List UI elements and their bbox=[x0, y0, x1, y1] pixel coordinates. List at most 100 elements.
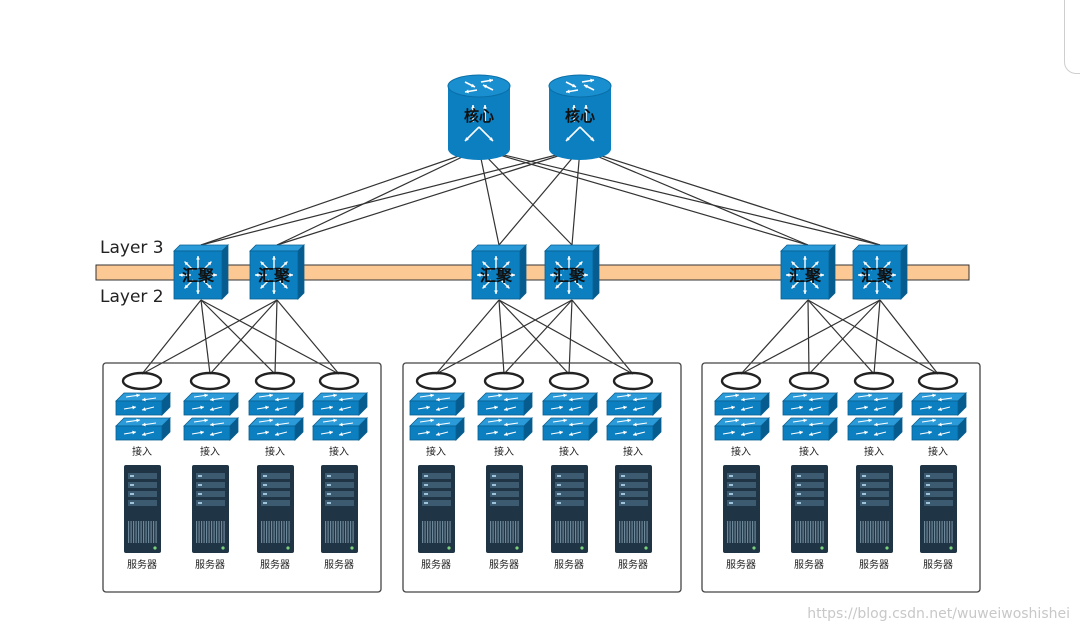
access-group-box bbox=[102, 362, 382, 593]
aggregation-label: 汇聚 bbox=[553, 266, 586, 285]
layer-boundary-band bbox=[95, 264, 970, 281]
core-label: 核心 bbox=[464, 107, 494, 125]
server-label: 服务器 bbox=[859, 558, 889, 571]
access-label: 接入 bbox=[426, 445, 446, 458]
server-label: 服务器 bbox=[195, 558, 225, 571]
access-switch-icon: 接入 bbox=[183, 371, 239, 458]
access-label: 接入 bbox=[494, 445, 514, 458]
access-switch-icon: 接入 bbox=[606, 371, 662, 458]
access-switch-icon: 接入 bbox=[911, 371, 967, 458]
core-agg-link bbox=[498, 148, 581, 246]
server-rack-icon: 服务器 bbox=[192, 465, 229, 571]
agg-access-link bbox=[498, 299, 505, 375]
access-switch-icon: 接入 bbox=[248, 371, 304, 458]
stack-ring bbox=[121, 371, 163, 391]
agg-access-link bbox=[200, 299, 340, 375]
server-label: 服务器 bbox=[489, 558, 519, 571]
access-label: 接入 bbox=[864, 445, 884, 458]
access-group-box bbox=[402, 362, 682, 593]
core-label: 核心 bbox=[565, 107, 595, 125]
access-label: 接入 bbox=[132, 445, 152, 458]
server-label: 服务器 bbox=[421, 558, 451, 571]
server-label: 服务器 bbox=[554, 558, 584, 571]
agg-access-link bbox=[200, 299, 211, 375]
access-switch-icon: 接入 bbox=[782, 371, 838, 458]
server-label: 服务器 bbox=[324, 558, 354, 571]
core-agg-link bbox=[200, 148, 480, 246]
layer2-label: Layer 2 bbox=[100, 287, 164, 307]
aggregation-switch-icon: 汇聚 bbox=[544, 244, 600, 300]
access-switch-icon: 接入 bbox=[714, 371, 770, 458]
aggregation-label: 汇聚 bbox=[480, 266, 513, 285]
access-group-boxes bbox=[102, 362, 981, 593]
layer3-label: Layer 3 bbox=[100, 238, 164, 258]
agg-access-link bbox=[498, 299, 570, 375]
access-label: 接入 bbox=[928, 445, 948, 458]
stack-ring bbox=[917, 371, 959, 391]
stack-ring bbox=[189, 371, 231, 391]
core-agg-link bbox=[276, 148, 581, 246]
stack-ring bbox=[254, 371, 296, 391]
agg-access-link bbox=[435, 299, 500, 375]
core-agg-link bbox=[478, 148, 500, 246]
core-agg-link bbox=[200, 148, 581, 246]
aggregation-switch-icon: 汇聚 bbox=[249, 244, 305, 300]
agg-access-link bbox=[141, 299, 278, 375]
access-switch-icon: 接入 bbox=[409, 371, 465, 458]
access-switch-icon: 接入 bbox=[312, 371, 368, 458]
access-switch-icon: 接入 bbox=[847, 371, 903, 458]
stack-ring bbox=[415, 371, 457, 391]
access-switch-icon: 接入 bbox=[115, 371, 171, 458]
core-agg-link bbox=[579, 148, 881, 246]
aggregation-switch-icon: 汇聚 bbox=[471, 244, 527, 300]
access-label: 接入 bbox=[200, 445, 220, 458]
server-label: 服务器 bbox=[794, 558, 824, 571]
aggregation-switch-icon: 汇聚 bbox=[780, 244, 836, 300]
access-label: 接入 bbox=[799, 445, 819, 458]
server-label: 服务器 bbox=[260, 558, 290, 571]
server-rack-icon: 服务器 bbox=[920, 465, 957, 571]
access-label: 接入 bbox=[265, 445, 285, 458]
stack-ring bbox=[483, 371, 525, 391]
agg-access-link bbox=[873, 299, 881, 375]
agg-access-link bbox=[571, 299, 634, 375]
agg-access-link bbox=[274, 299, 278, 375]
access-switch-icon: 接入 bbox=[542, 371, 598, 458]
aggregation-label: 汇聚 bbox=[258, 266, 291, 285]
stack-ring bbox=[788, 371, 830, 391]
agg-access-link bbox=[740, 299, 881, 375]
aggregation-switch-icon: 汇聚 bbox=[173, 244, 229, 300]
access-label: 接入 bbox=[623, 445, 643, 458]
agg-access-link bbox=[209, 299, 278, 375]
access-label: 接入 bbox=[731, 445, 751, 458]
agg-access-link bbox=[200, 299, 276, 375]
core-agg-link bbox=[571, 148, 581, 246]
access-label: 接入 bbox=[559, 445, 579, 458]
core-router-icon: 核心 bbox=[447, 74, 511, 160]
agg-access-link bbox=[498, 299, 634, 375]
agg-access-link bbox=[808, 299, 881, 375]
agg-access-link bbox=[807, 299, 875, 375]
server-rack-icon: 服务器 bbox=[551, 465, 588, 571]
core-router-icon: 核心 bbox=[548, 74, 612, 160]
server-label: 服务器 bbox=[618, 558, 648, 571]
agg-access-link bbox=[807, 299, 810, 375]
aggregation-label: 汇聚 bbox=[861, 266, 894, 285]
server-rack-icon: 服务器 bbox=[791, 465, 828, 571]
stack-ring bbox=[318, 371, 360, 391]
server-label: 服务器 bbox=[726, 558, 756, 571]
server-label: 服务器 bbox=[127, 558, 157, 571]
aggregation-label: 汇聚 bbox=[789, 266, 822, 285]
link-lines bbox=[141, 148, 939, 375]
stack-ring bbox=[720, 371, 762, 391]
aggregation-label: 汇聚 bbox=[182, 266, 215, 285]
core-agg-link bbox=[276, 148, 480, 246]
core-agg-link bbox=[579, 148, 809, 246]
agg-access-link bbox=[141, 299, 202, 375]
server-rack-icon: 服务器 bbox=[418, 465, 455, 571]
server-rack-icon: 服务器 bbox=[486, 465, 523, 571]
watermark-text: https://blog.csdn.net/wuweiwoshishei bbox=[807, 606, 1070, 622]
agg-access-link bbox=[435, 299, 573, 375]
agg-access-link bbox=[807, 299, 939, 375]
